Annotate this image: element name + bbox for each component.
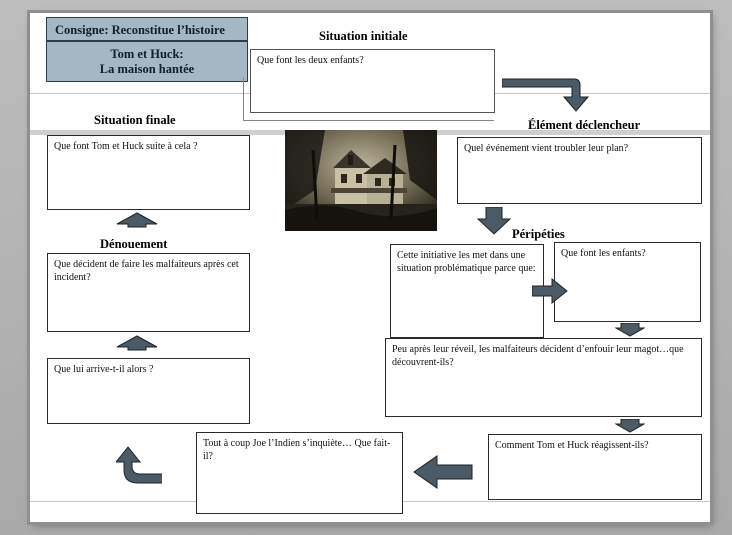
arrow-left-icon [413, 455, 473, 489]
consigne-text: Consigne: Reconstitue l’histoire [55, 23, 225, 37]
box-situation-finale-text: Que font Tom et Huck suite à cela ? [54, 141, 198, 152]
box-situation-initiale-text: Que font les deux enfants? [257, 55, 364, 66]
arrow-bent-up-icon [116, 446, 162, 486]
story-title-line2: La maison hantée [99, 62, 195, 76]
box-situation-finale: Que font Tom et Huck suite à cela ? [47, 135, 250, 210]
box-element-declencheur-text: Quel événement vient troubler leur plan? [464, 143, 629, 154]
box-arrive-text: Que lui arrive-t-il alors ? [54, 364, 154, 375]
box-reaction: Comment Tom et Huck réagissent-ils? [488, 434, 702, 500]
arrow-bent-down-right-icon [502, 75, 598, 113]
heading-situation-finale: Situation finale [94, 113, 176, 127]
story-title-line1: Tom et Huck: [110, 47, 184, 61]
heading-situation-initiale: Situation initiale [319, 29, 408, 43]
story-title-box: Tom et Huck: La maison hantée [46, 41, 248, 82]
box-joe-text: Tout à coup Joe l’Indien s’inquiète… Que… [203, 438, 391, 462]
box-joe: Tout à coup Joe l’Indien s’inquiète… Que… [196, 432, 403, 514]
arrow-up-icon [116, 335, 158, 351]
arrow-small-down-icon [615, 323, 645, 337]
box-initiative: Cette initiative les met dans une situat… [390, 244, 544, 338]
box-enfants: Que font les enfants? [554, 242, 701, 322]
box-decident: Que décident de faire les malfaiteurs ap… [47, 253, 250, 332]
arrow-up-icon-2 [116, 212, 158, 228]
haunted-house-photo [285, 130, 437, 231]
arrow-small-down-icon-2 [615, 419, 645, 433]
heading-denouement: Dénouement [100, 237, 168, 251]
box-initiative-text: Cette initiative les met dans une situat… [397, 250, 536, 274]
box-enfants-text: Que font les enfants? [561, 248, 646, 259]
box-reaction-text: Comment Tom et Huck réagissent-ils? [495, 440, 649, 451]
box-element-declencheur: Quel événement vient troubler leur plan? [457, 137, 702, 204]
arrow-down-icon [477, 207, 511, 235]
heading-element-declencheur: Élément déclencheur [528, 118, 641, 132]
box-arrive: Que lui arrive-t-il alors ? [47, 358, 250, 424]
heading-peripeties: Péripéties [512, 227, 565, 241]
consigne-box: Consigne: Reconstitue l’histoire [46, 17, 248, 41]
box-decident-text: Que décident de faire les malfaiteurs ap… [54, 259, 239, 283]
slide: Consigne: Reconstitue l’histoire Tom et … [30, 13, 710, 522]
situation-initiale-frame [243, 77, 494, 121]
box-situation-initiale: Que font les deux enfants? [250, 49, 495, 113]
arrow-right-icon [532, 278, 568, 304]
box-malfaiteurs-reveil-text: Peu après leur réveil, les malfaiteurs d… [392, 344, 684, 368]
box-malfaiteurs-reveil: Peu après leur réveil, les malfaiteurs d… [385, 338, 702, 417]
